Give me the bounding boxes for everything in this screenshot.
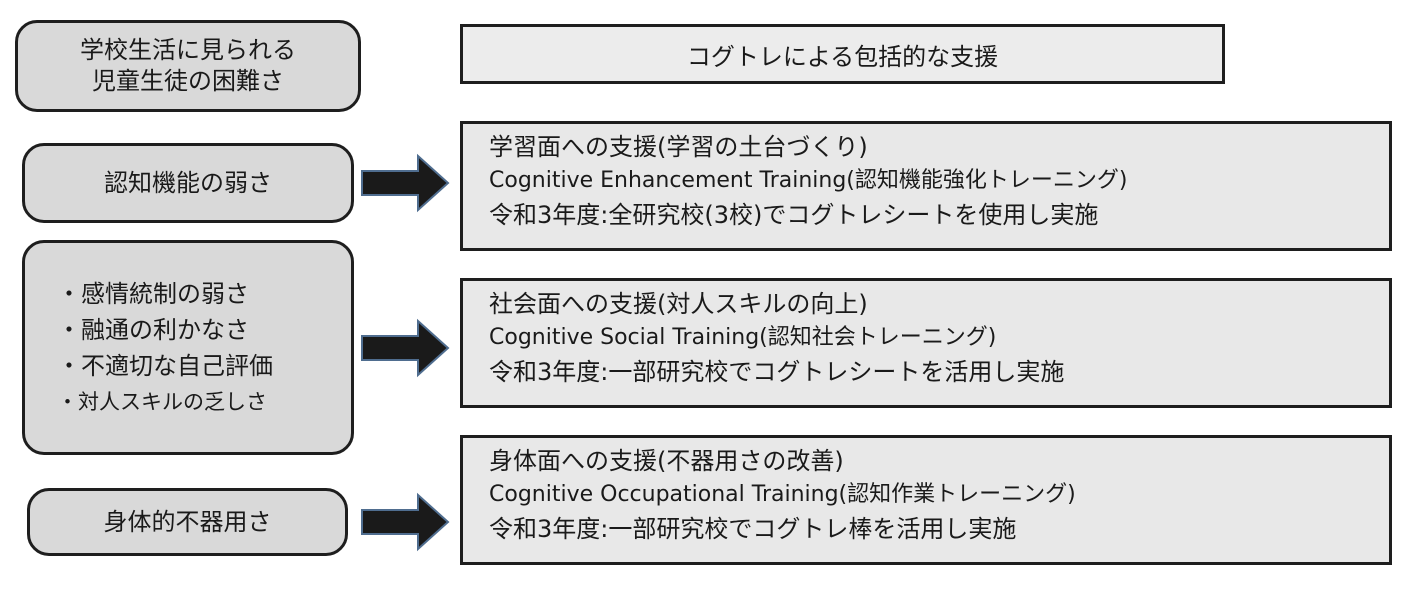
difficulties-header-box: 学校生活に見られる 児童生徒の困難さ [15,20,361,112]
support-header-box: コグトレによる包括的な支援 [460,24,1225,84]
social-difficulty-item-2: ・融通の利かなさ [57,315,249,344]
physical-support-status: 令和3年度:一部研究校でコグトレ棒を活用し実施 [489,515,1017,543]
physical-clumsiness-box: 身体的不器用さ [27,488,348,556]
arrow-physical [361,492,450,552]
cognitive-weakness-box: 認知機能の弱さ [22,143,354,223]
social-difficulty-item-4: ・対人スキルの乏しさ [57,389,267,414]
social-difficulty-item-1: ・感情統制の弱さ [57,279,249,308]
social-difficulty-item-3: ・不適切な自己評価 [57,351,273,380]
learning-support-status: 令和3年度:全研究校(3校)でコグトレシートを使用し実施 [489,201,1099,229]
physical-support-program: Cognitive Occupational Training(認知作業トレーニ… [489,482,1076,507]
support-header-label: コグトレによる包括的な支援 [686,42,999,71]
physical-clumsiness-label: 身体的不器用さ [103,507,272,536]
social-support-box: 社会面への支援(対人スキルの向上) Cognitive Social Train… [460,278,1392,408]
difficulties-header-line-1: 学校生活に見られる [80,36,296,64]
learning-support-box: 学習面への支援(学習の土台づくり) Cognitive Enhancement … [460,121,1392,251]
social-support-status: 令和3年度:一部研究校でコグトレシートを活用し実施 [489,358,1065,386]
social-support-program: Cognitive Social Training(認知社会トレーニング) [489,325,997,350]
social-difficulties-list: ・感情統制の弱さ ・融通の利かなさ ・不適切な自己評価 ・対人スキルの乏しさ [57,276,273,420]
physical-support-box: 身体面への支援(不器用さの改善) Cognitive Occupational … [460,435,1392,565]
physical-support-title: 身体面への支援(不器用さの改善) [489,447,844,475]
arrow-social [361,318,450,378]
social-difficulties-box: ・感情統制の弱さ ・融通の利かなさ ・不適切な自己評価 ・対人スキルの乏しさ [22,240,354,455]
learning-support-program: Cognitive Enhancement Training(認知機能強化トレー… [489,168,1128,193]
difficulties-header-line-2: 児童生徒の困難さ [92,67,284,95]
cognitive-weakness-label: 認知機能の弱さ [104,168,272,197]
social-support-title: 社会面への支援(対人スキルの向上) [489,290,868,318]
arrow-cognitive [361,153,450,213]
learning-support-title: 学習面への支援(学習の土台づくり) [489,133,868,161]
